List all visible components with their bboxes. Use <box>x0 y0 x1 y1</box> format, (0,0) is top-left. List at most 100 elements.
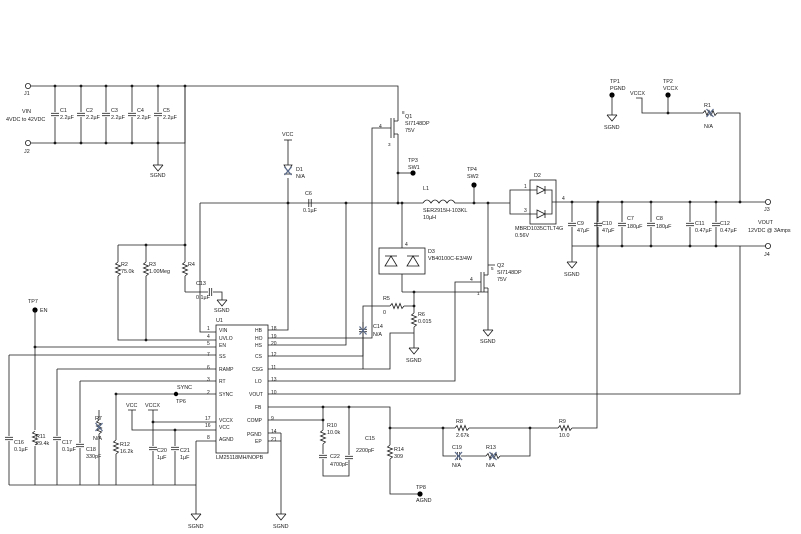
pin-name-rt: RT <box>219 379 226 385</box>
sgnd-r6: SGND <box>406 358 422 364</box>
vccx-label: VCCX <box>630 91 645 97</box>
d2-pin-1: 1 <box>524 184 527 190</box>
c1-value: 2.2µF <box>60 115 75 121</box>
c13-ref: C13 <box>196 281 206 287</box>
pin-num-6: 6 <box>207 365 210 371</box>
c8-ref: C8 <box>656 216 663 222</box>
d3-diode: 4 D3 VB40100C-E3/4W <box>378 203 473 292</box>
d2-rating: 0.56V <box>515 233 529 239</box>
r12-value: 16.2k <box>120 449 133 455</box>
q1-rating: 75V <box>405 128 415 134</box>
ground-symbol <box>566 261 578 269</box>
tp1-label: TP1 <box>610 79 620 85</box>
c12-value: 0.47µF <box>720 228 738 234</box>
j2-label: J2 <box>24 149 30 155</box>
c10-value: 47µF <box>602 228 615 234</box>
r2-value: 75.0k <box>121 269 134 275</box>
pin-num-13: 13 <box>271 377 277 383</box>
pin-num-17: 17 <box>205 416 211 422</box>
c19-ref: C19 <box>452 445 462 451</box>
pin-name-hb: HB <box>255 328 263 334</box>
pin-num-1: 1 <box>207 326 210 332</box>
c15-ref: C15 <box>365 436 375 442</box>
c7-value: 180µF <box>627 224 643 230</box>
pin-name-fb: FB <box>255 405 262 411</box>
sgnd-q2: SGND <box>480 339 496 345</box>
pin-num-2: 2 <box>207 390 210 396</box>
terminal-j2 <box>24 139 32 147</box>
c21-ref: C21 <box>180 448 190 454</box>
vout-spec: 12VDC @ 3Amps <box>748 228 791 234</box>
input-caps: C1 2.2µF C2 2.2µF C3 2.2µF C4 2.2µF C5 2… <box>50 84 187 145</box>
j1-label: J1 <box>24 91 30 97</box>
pin-num-16: 16 <box>205 423 211 429</box>
ground-symbol <box>152 164 164 172</box>
pin-name-csg: CSG <box>252 367 263 373</box>
pin-name-en: EN <box>219 343 226 349</box>
c17-value: 0.1µF <box>62 447 77 453</box>
r9-ref: R9 <box>559 419 566 425</box>
r13-value: N/A <box>486 463 495 469</box>
pin-name-ss: SS <box>219 354 226 360</box>
d1-diode: VCC D1 N/A <box>282 132 305 203</box>
q1-pin-3: 3 <box>388 142 391 147</box>
q2-ref: Q2 <box>497 263 504 269</box>
c18-value: 330pF <box>86 454 102 460</box>
tp8-dot <box>417 491 423 497</box>
r2-ref: R2 <box>121 262 128 268</box>
vcc-label-d1: VCC <box>282 132 293 138</box>
ground-symbol <box>216 299 228 307</box>
pin-num-4: 4 <box>207 334 210 340</box>
vin-range: 4VDC to 42VDC <box>6 117 45 123</box>
sgnd-agnd: SGND <box>188 524 204 530</box>
c4-ref: C4 <box>137 108 144 114</box>
l1-inductor: L1 SER2915H-103KL 10µH <box>422 186 488 221</box>
pin-name-agnd: AGND <box>219 437 234 443</box>
r13-ref: R13 <box>486 445 496 451</box>
pin-name-ho: HO <box>255 336 263 342</box>
q1-mosfet: 4 Q1 SI7148DP 75V 8 3 <box>379 110 430 150</box>
c5-value: 2.2µF <box>163 115 178 121</box>
c11-ref: C11 <box>695 221 705 227</box>
r11-value: 29.4k <box>36 441 49 447</box>
tp2-net: VCCX <box>663 86 678 92</box>
r5-value: 0 <box>383 310 386 316</box>
c2-value: 2.2µF <box>86 115 101 121</box>
pin-name-vccx: VCCX <box>219 418 234 424</box>
tp4-label: TP4 <box>467 167 477 173</box>
d3-pin: 4 <box>405 242 408 248</box>
c1-ref: C1 <box>60 108 67 114</box>
c22-ref: C22 <box>330 454 340 460</box>
q1-pin-8: 8 <box>402 110 405 115</box>
d2-pin-4: 4 <box>562 196 565 202</box>
terminal-j1 <box>24 83 32 89</box>
r14-ref: R14 <box>394 447 404 453</box>
tp7-net: EN <box>40 308 48 314</box>
r8-value: 2.67k <box>456 433 469 439</box>
c3-value: 2.2µF <box>111 115 126 121</box>
r12-ref: R12 <box>120 442 130 448</box>
j3-label: J3 <box>764 207 770 213</box>
pin-name-cs: CS <box>255 354 263 360</box>
u1-controller: U1 LM25118MH/NOPB VIN UVLO EN SS RAMP RT… <box>205 318 277 461</box>
pin-name-comp: COMP <box>247 418 263 424</box>
pin-name-lo: LO <box>255 379 262 385</box>
q2-part: SI7148DP <box>497 270 522 276</box>
tp8-net: AGND <box>416 498 432 504</box>
ground-symbol <box>275 513 287 521</box>
tp3-net: SW1 <box>408 165 420 171</box>
pin-name-pgnd: PGND <box>247 432 262 438</box>
r11-ref: R11 <box>36 434 46 440</box>
c22-value: 4700pF <box>330 462 349 468</box>
pin-num-18: 18 <box>271 326 277 332</box>
pin-num-10: 10 <box>271 390 277 396</box>
c9-value: 47µF <box>577 228 590 234</box>
tp6-label: TP6 <box>176 399 186 405</box>
sgnd-label: SGND <box>150 173 166 179</box>
q2-rating: 75V <box>497 277 507 283</box>
c17-ref: C17 <box>62 440 72 446</box>
d1-value: N/A <box>296 174 305 180</box>
j4-label: J4 <box>764 252 770 258</box>
r3-ref: R3 <box>149 262 156 268</box>
pin-name-vout: VOUT <box>249 392 263 398</box>
